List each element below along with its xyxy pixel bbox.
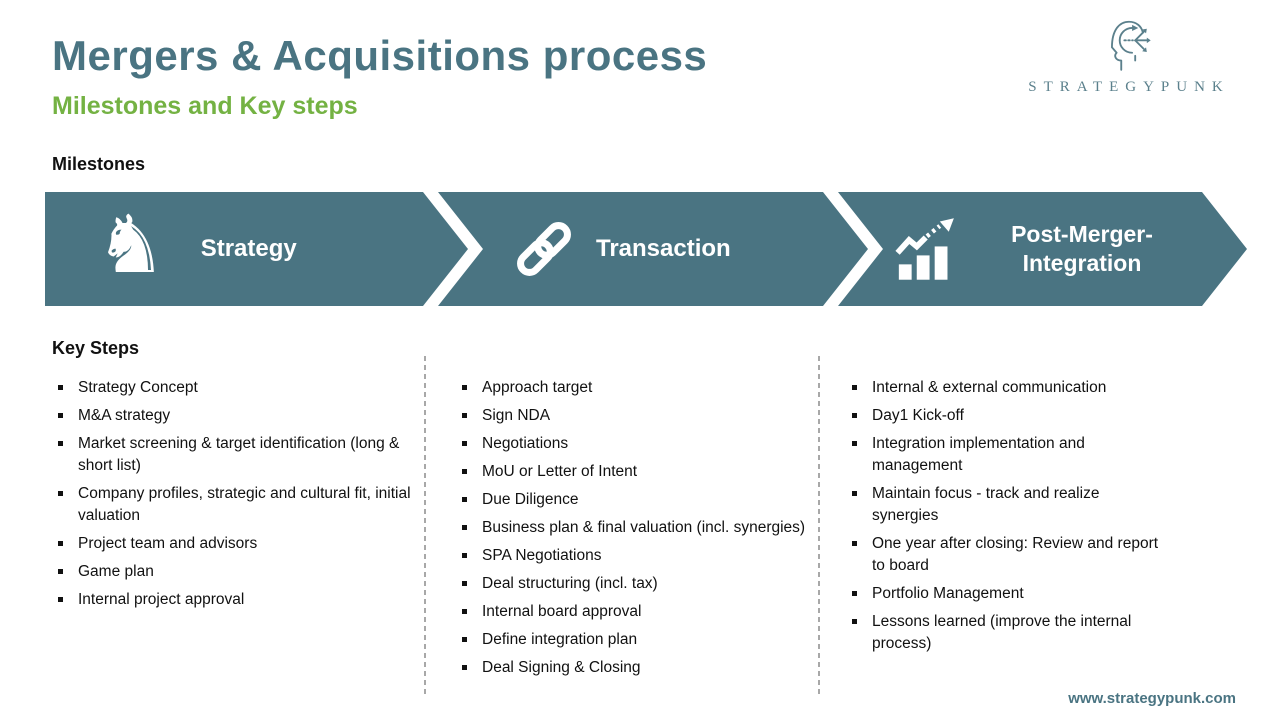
bullet-icon [462, 525, 467, 530]
list-item: Due Diligence [456, 489, 816, 511]
bullet-icon [58, 441, 63, 446]
bullet-icon [852, 385, 857, 390]
list-item: Game plan [52, 561, 418, 583]
page-subtitle: Milestones and Key steps [52, 92, 358, 120]
growth-chart-icon [894, 217, 960, 281]
list-item: Portfolio Management [846, 583, 1164, 605]
chess-knight-icon: ♞ [95, 198, 167, 291]
bullet-icon [462, 581, 467, 586]
bullet-icon [462, 441, 467, 446]
bullet-icon [58, 413, 63, 418]
key-steps-transaction-list: Approach target Sign NDA Negotiations Mo… [456, 377, 816, 685]
bullet-icon [58, 385, 63, 390]
list-item: Strategy Concept [52, 377, 418, 399]
bullet-icon [852, 441, 857, 446]
bullet-icon [462, 609, 467, 614]
list-item: Maintain focus - track and realize syner… [846, 483, 1164, 527]
key-steps-strategy-list: Strategy Concept M&A strategy Market scr… [52, 377, 418, 617]
list-item: Approach target [456, 377, 816, 399]
strategypunk-logo-icon [1111, 20, 1151, 71]
milestone-label-transaction: Transaction [596, 235, 731, 262]
bullet-icon [852, 591, 857, 596]
list-item: Lessons learned (improve the internal pr… [846, 611, 1164, 655]
bullet-icon [58, 541, 63, 546]
milestone-label-post-merger-integration: Post-Merger-Integration [1011, 221, 1153, 276]
list-item: MoU or Letter of Intent [456, 461, 816, 483]
bullet-icon [462, 497, 467, 502]
list-item: Deal structuring (incl. tax) [456, 573, 816, 595]
bullet-icon [852, 491, 857, 496]
milestones-section-label: Milestones [52, 154, 146, 174]
bullet-icon [58, 491, 63, 496]
list-item: Day1 Kick-off [846, 405, 1164, 427]
logo-brand-name: STRATEGYPUNK [1028, 79, 1230, 95]
key-steps-pmi-list: Internal & external communication Day1 K… [846, 377, 1164, 661]
strategypunk-logo: STRATEGYPUNK [1024, 14, 1234, 96]
list-item: Negotiations [456, 433, 816, 455]
milestone-arrow-strategy: ♞ Strategy [45, 192, 468, 306]
milestone-arrow-transaction: Transaction [438, 192, 868, 306]
list-item: Integration implementation and managemen… [846, 433, 1164, 477]
list-item: Deal Signing & Closing [456, 657, 816, 679]
list-item: Internal board approval [456, 601, 816, 623]
page-title: Mergers & Acquisitions process [52, 32, 708, 79]
bullet-icon [852, 541, 857, 546]
list-item: SPA Negotiations [456, 545, 816, 567]
list-item: M&A strategy [52, 405, 418, 427]
milestone-label-strategy: Strategy [200, 235, 297, 262]
chain-link-icon [512, 217, 576, 281]
bullet-icon [58, 569, 63, 574]
list-item: Internal & external communication [846, 377, 1164, 399]
milestone-arrow-post-merger-integration: Post-Merger-Integration [838, 192, 1247, 306]
list-item: One year after closing: Review and repor… [846, 533, 1164, 577]
bullet-icon [58, 597, 63, 602]
list-item: Sign NDA [456, 405, 816, 427]
bullet-icon [462, 385, 467, 390]
bullet-icon [462, 553, 467, 558]
list-item: Company profiles, strategic and cultural… [52, 483, 418, 527]
website-link: www.strategypunk.com [1068, 690, 1236, 707]
list-item: Define integration plan [456, 629, 816, 651]
key-steps-section-label: Key Steps [52, 338, 140, 358]
column-divider [818, 356, 820, 694]
bullet-icon [852, 619, 857, 624]
list-item: Internal project approval [52, 589, 418, 611]
bullet-icon [462, 637, 467, 642]
bullet-icon [852, 413, 857, 418]
column-divider [424, 356, 426, 694]
bullet-icon [462, 665, 467, 670]
bullet-icon [462, 469, 467, 474]
list-item: Market screening & target identification… [52, 433, 418, 477]
list-item: Project team and advisors [52, 533, 418, 555]
bullet-icon [462, 413, 467, 418]
list-item: Business plan & final valuation (incl. s… [456, 517, 816, 539]
